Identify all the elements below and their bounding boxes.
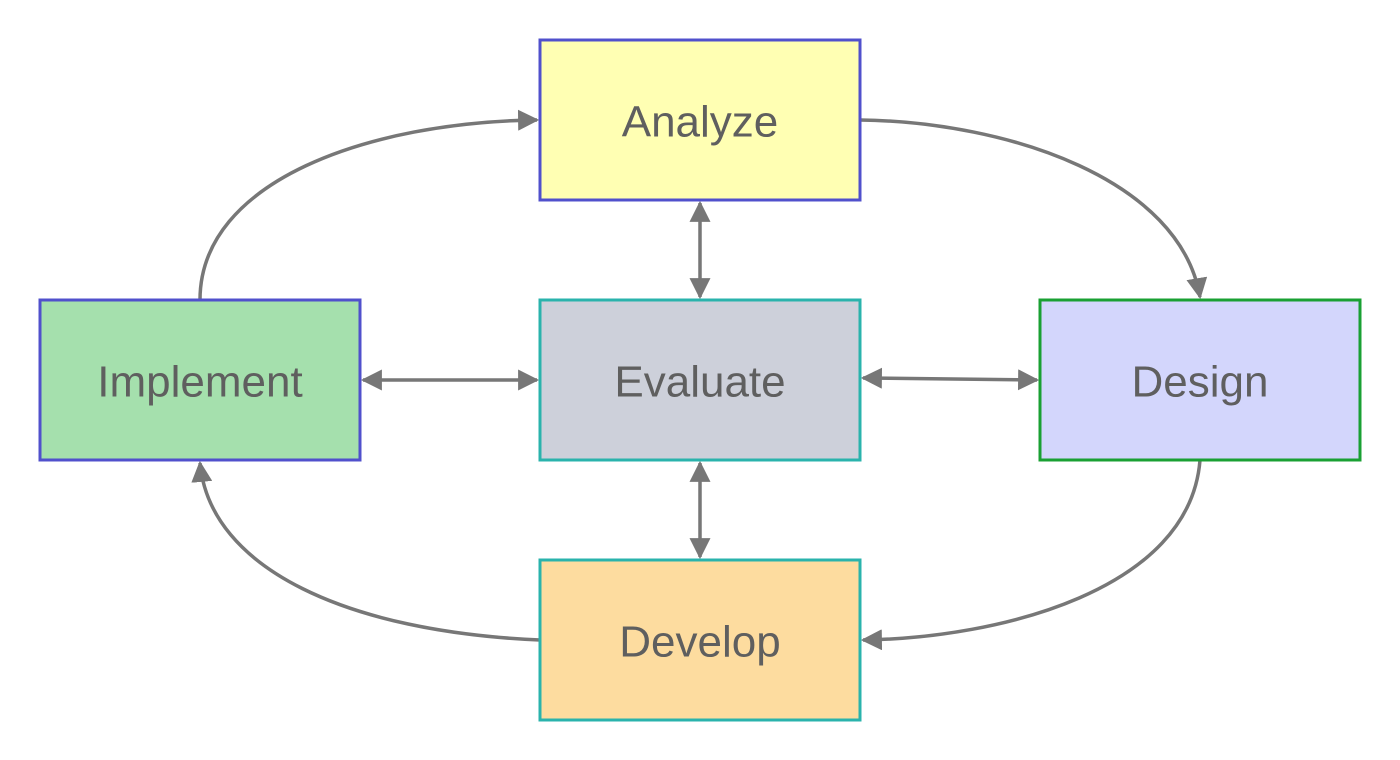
node-implement-label: Implement	[97, 358, 302, 407]
node-analyze[interactable]: Analyze	[538, 38, 862, 202]
node-evaluate-box	[538, 298, 862, 462]
node-design[interactable]: Design	[1038, 298, 1362, 462]
node-implement-box	[38, 298, 362, 462]
node-develop-label: Develop	[619, 618, 780, 667]
node-develop-box	[538, 558, 862, 722]
edge-design-to-develop	[860, 459, 1202, 651]
edge-develop-to-implement	[191, 460, 541, 642]
edges	[191, 109, 1208, 651]
edge-evaluate-design	[860, 367, 1040, 391]
edge-analyze-to-design	[859, 118, 1208, 300]
node-develop[interactable]: Develop	[538, 558, 862, 722]
node-analyze-box	[538, 38, 862, 202]
node-evaluate[interactable]: Evaluate	[538, 298, 862, 462]
edge-implement-to-analyze	[198, 109, 540, 301]
node-analyze-label: Analyze	[622, 98, 779, 147]
node-design-label: Design	[1132, 358, 1269, 407]
node-design-box	[1038, 298, 1362, 462]
node-implement[interactable]: Implement	[38, 298, 362, 462]
node-evaluate-label: Evaluate	[614, 358, 785, 407]
